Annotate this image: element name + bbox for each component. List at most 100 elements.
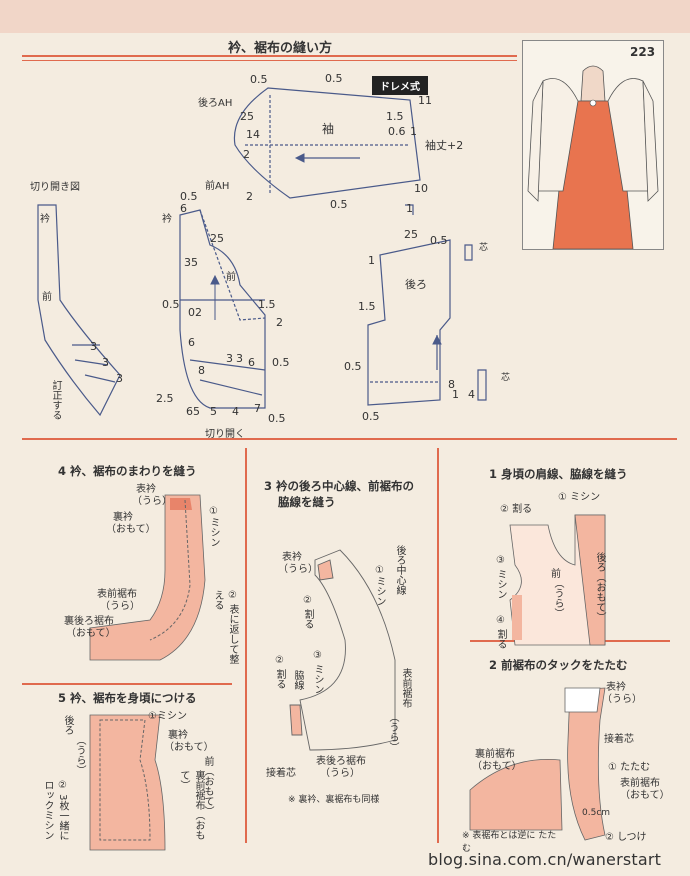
back-num-b8: 1 bbox=[452, 388, 459, 401]
front-num-n14: 0.5 bbox=[272, 356, 290, 369]
step4-turn-note: ② 表に返して整える bbox=[212, 590, 238, 665]
strip-num-a: 3 bbox=[90, 340, 97, 353]
method-tag: ドレメ式 bbox=[372, 76, 428, 95]
step2-ura-front-hem: 裏前裾布 bbox=[475, 749, 515, 760]
step2-omote2: （おもて） bbox=[472, 761, 522, 772]
core-label-2: 芯 bbox=[499, 372, 509, 381]
front-num-n17: 5 bbox=[210, 405, 217, 418]
garment-photo bbox=[522, 40, 664, 250]
back-bodice bbox=[367, 239, 451, 406]
front-num-n10: 8 bbox=[198, 364, 205, 377]
step5-ura-front-hem: 裏前裾布（おもて） bbox=[178, 770, 204, 840]
step3-mishin2: ③ ミシン bbox=[312, 650, 323, 695]
front-num-n18: 4 bbox=[232, 405, 239, 418]
back-num-b2: 0.5 bbox=[430, 234, 448, 247]
sleeve-num-c: 25 bbox=[240, 110, 254, 123]
sleeve-num-f: 2 bbox=[246, 190, 253, 203]
step5-title: 5 衿、裾布を身頃につける bbox=[58, 691, 197, 705]
step2-drawing bbox=[469, 687, 606, 841]
sleeve-num-g: 0.5 bbox=[330, 198, 348, 211]
step4-ura2: （うら） bbox=[100, 601, 140, 612]
collar-strip-cut bbox=[37, 204, 121, 417]
step3-title-line2: 脇線を縫う bbox=[278, 495, 336, 509]
back-num-b3: 1 bbox=[368, 254, 375, 267]
step4-back-hem: 裏後ろ裾布 bbox=[64, 616, 114, 627]
step4-omote-eri: 表衿 bbox=[136, 484, 156, 495]
step3-note: ※ 裏衿、裏裾布も同様 bbox=[288, 795, 380, 805]
step2-title: 2 前裾布のタックをたたむ bbox=[489, 658, 628, 672]
step5-mishin: ①ミシン bbox=[148, 711, 187, 722]
core-label-1: 芯 bbox=[477, 242, 487, 251]
sleeve-num-m: 1 bbox=[406, 202, 413, 215]
header-divider bbox=[22, 55, 517, 57]
step3-ura3: （うら） bbox=[320, 768, 360, 779]
step2-shitsuke: ② しつけ bbox=[605, 832, 647, 843]
back-num-b5: 8 bbox=[448, 378, 455, 391]
page-title: 衿、裾布の縫い方 bbox=[227, 41, 332, 56]
step1-mishin1: ① ミシン bbox=[558, 492, 601, 503]
front-num-n16: 65 bbox=[186, 405, 200, 418]
back-armhole-label: 後ろAH bbox=[198, 98, 233, 109]
step2-omote-front-hem: 表前裾布 bbox=[620, 778, 660, 789]
step3-mishin1: ①ミシン bbox=[374, 565, 385, 606]
back-num-b7: 0.5 bbox=[362, 410, 380, 423]
step3-ura2: （うら） bbox=[387, 712, 398, 752]
back-num-b4: 1.5 bbox=[358, 300, 376, 313]
step4-front-hem: 表前裾布 bbox=[97, 589, 137, 600]
front-num-n15: 2.5 bbox=[156, 392, 174, 405]
front-num-n6: 02 bbox=[188, 306, 202, 319]
step1-title: 1 身頃の肩線、脇線を縫う bbox=[489, 467, 628, 481]
step2-interfacing: 接着芯 bbox=[604, 734, 634, 745]
step3-omote-eri: 表衿 bbox=[282, 552, 302, 563]
sleeve-num-k: 1 bbox=[410, 125, 417, 138]
front-num-n8: 1.5 bbox=[258, 298, 276, 311]
cut-open-label: 切り開く bbox=[205, 429, 245, 440]
front-bodice-label: 前 bbox=[226, 272, 236, 283]
cut-open-diagram-label: 切り開き図 bbox=[30, 182, 80, 193]
front-num-n7: 6 bbox=[188, 336, 195, 349]
watermark: blog.sina.com.cn/wanerstart bbox=[428, 850, 662, 869]
front-num-n5: 0.5 bbox=[162, 298, 180, 311]
step5-omote: （おもて） bbox=[164, 742, 214, 753]
step1-back: 後ろ（おもて） bbox=[594, 552, 605, 622]
back-bodice-label: 後ろ bbox=[405, 278, 427, 291]
strip-num-c: 3 bbox=[116, 372, 123, 385]
sleeve-num-d: 14 bbox=[246, 128, 260, 141]
sleeve-num-e: 2 bbox=[243, 148, 250, 161]
front-num-n3: 25 bbox=[210, 232, 224, 245]
step3-ura: （うら） bbox=[278, 564, 318, 575]
sleeve-num-h: 11 bbox=[418, 94, 432, 107]
step1-drawing bbox=[509, 514, 606, 646]
step2-omote-eri: 表衿 bbox=[606, 682, 626, 693]
step2-tatamu: ① たたむ bbox=[608, 762, 651, 773]
step2-omote: （おもて） bbox=[620, 790, 670, 801]
sleeve-length-note: 袖丈+2 bbox=[425, 139, 464, 152]
step5-front: 前（おもて） bbox=[202, 756, 213, 816]
collar-front-label: 前 bbox=[42, 292, 52, 303]
front-num-n11: 3 bbox=[226, 352, 233, 365]
sleeve-num-l: 10 bbox=[414, 182, 428, 195]
garment-illustration bbox=[527, 65, 659, 249]
front-bodice bbox=[179, 209, 266, 409]
step3-interfacing: 接着芯 bbox=[266, 768, 296, 779]
step1-mishin3: ③ ミシン bbox=[495, 555, 506, 600]
strip-num-b: 3 bbox=[102, 356, 109, 369]
collar-label: 衿 bbox=[162, 214, 172, 225]
step2-ura: （うら） bbox=[602, 694, 642, 705]
front-num-n13: 6 bbox=[248, 356, 255, 369]
sleeve-num-b: 0.5 bbox=[325, 72, 343, 85]
step5-ura-eri: 裏衿 bbox=[168, 730, 188, 741]
header-band bbox=[0, 0, 690, 33]
front-num-n9: 2 bbox=[276, 316, 283, 329]
step3-back-hem: 表後ろ裾布 bbox=[316, 756, 366, 767]
step2-note: ※ 表裾布とは逆に たたむ bbox=[462, 831, 557, 854]
sleeve-outline bbox=[233, 87, 421, 199]
step2-cm: 0.5cm bbox=[582, 808, 611, 818]
step1-ura: （うら） bbox=[552, 578, 563, 618]
header-divider-2 bbox=[22, 60, 517, 61]
step1-wari4: ④ 割る bbox=[495, 615, 506, 650]
sleeve-num-a: 0.5 bbox=[250, 73, 268, 86]
front-num-n19: 7 bbox=[254, 402, 261, 415]
sleeve-num-j: 0.6 bbox=[388, 125, 406, 138]
